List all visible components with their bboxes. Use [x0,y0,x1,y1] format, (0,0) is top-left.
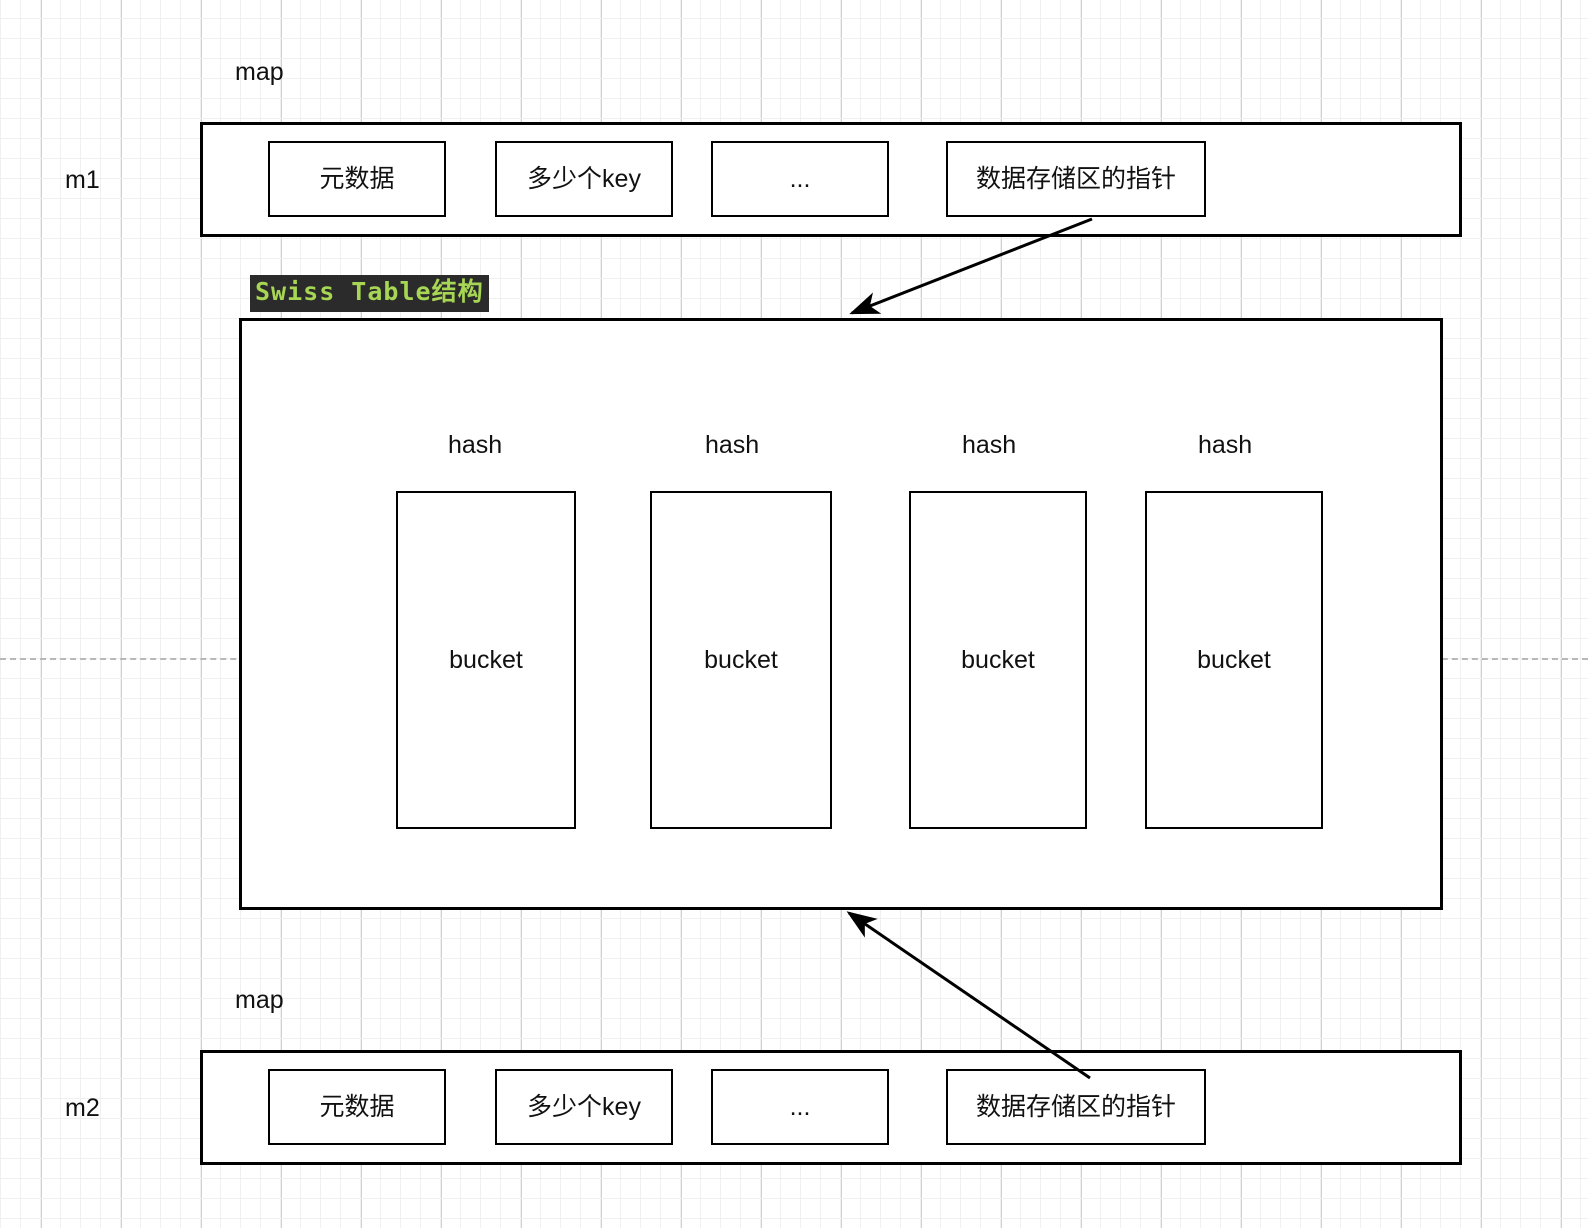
map-field-label: ... [789,1093,811,1121]
hash-label-1: hash [448,431,503,459]
hash-label-3: hash [962,431,1017,459]
hash-label-4: hash [1198,431,1253,459]
map-field-label: 数据存储区的指针 [975,1093,1176,1121]
bucket-box-2[interactable]: bucket [650,491,832,829]
row-label-m1: m1 [65,166,100,194]
map-field-m1-key-count[interactable]: 多少个key [495,141,673,217]
map-caption-m1: map [235,58,284,86]
map-field-label: ... [789,165,811,193]
map-field-label: 元数据 [319,165,395,193]
map-field-m1-data-pointer[interactable]: 数据存储区的指针 [946,141,1206,217]
row-label-m2: m2 [65,1094,100,1122]
map-field-label: 元数据 [319,1093,395,1121]
bucket-label: bucket [1197,646,1271,674]
bucket-box-1[interactable]: bucket [396,491,576,829]
bucket-box-3[interactable]: bucket [909,491,1087,829]
map-field-m2-key-count[interactable]: 多少个key [495,1069,673,1145]
bucket-label: bucket [704,646,778,674]
swiss-table-badge: Swiss Table结构 [250,275,489,312]
map-field-m1-ellipsis[interactable]: ... [711,141,889,217]
map-field-label: 多少个key [527,165,641,193]
map-caption-m2: map [235,986,284,1014]
map-field-m2-data-pointer[interactable]: 数据存储区的指针 [946,1069,1206,1145]
hash-label-2: hash [705,431,760,459]
bucket-label: bucket [449,646,523,674]
map-field-label: 数据存储区的指针 [975,165,1176,193]
bucket-label: bucket [961,646,1035,674]
map-field-m2-metadata[interactable]: 元数据 [268,1069,446,1145]
map-field-label: 多少个key [527,1093,641,1121]
map-field-m2-ellipsis[interactable]: ... [711,1069,889,1145]
bucket-box-4[interactable]: bucket [1145,491,1323,829]
map-field-m1-metadata[interactable]: 元数据 [268,141,446,217]
